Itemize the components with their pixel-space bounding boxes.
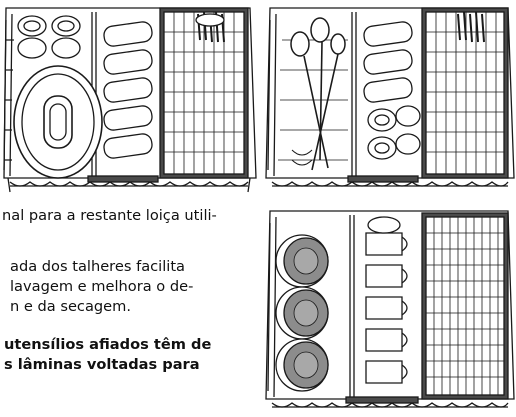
warning-line-1: utensílios afiados têm de xyxy=(4,336,212,353)
rack-drawing-2 xyxy=(265,7,515,187)
warning-line-2: s lâminas voltadas para xyxy=(4,356,200,373)
paragraph-2-line-1: ada dos talheres facilita xyxy=(10,258,186,275)
paragraph-1-line-1: nal para a restante loiça utili- xyxy=(2,207,217,224)
rack-illustration-2 xyxy=(262,0,516,200)
rack-drawing-3 xyxy=(265,210,515,408)
paragraph-2-line-3: n e da secagem. xyxy=(10,298,131,315)
rack-illustration-1 xyxy=(0,0,258,200)
rack-illustration-3 xyxy=(262,203,516,417)
rack-drawing-1 xyxy=(3,7,257,193)
paragraph-2-line-2: lavagem e melhora o de- xyxy=(10,278,194,295)
